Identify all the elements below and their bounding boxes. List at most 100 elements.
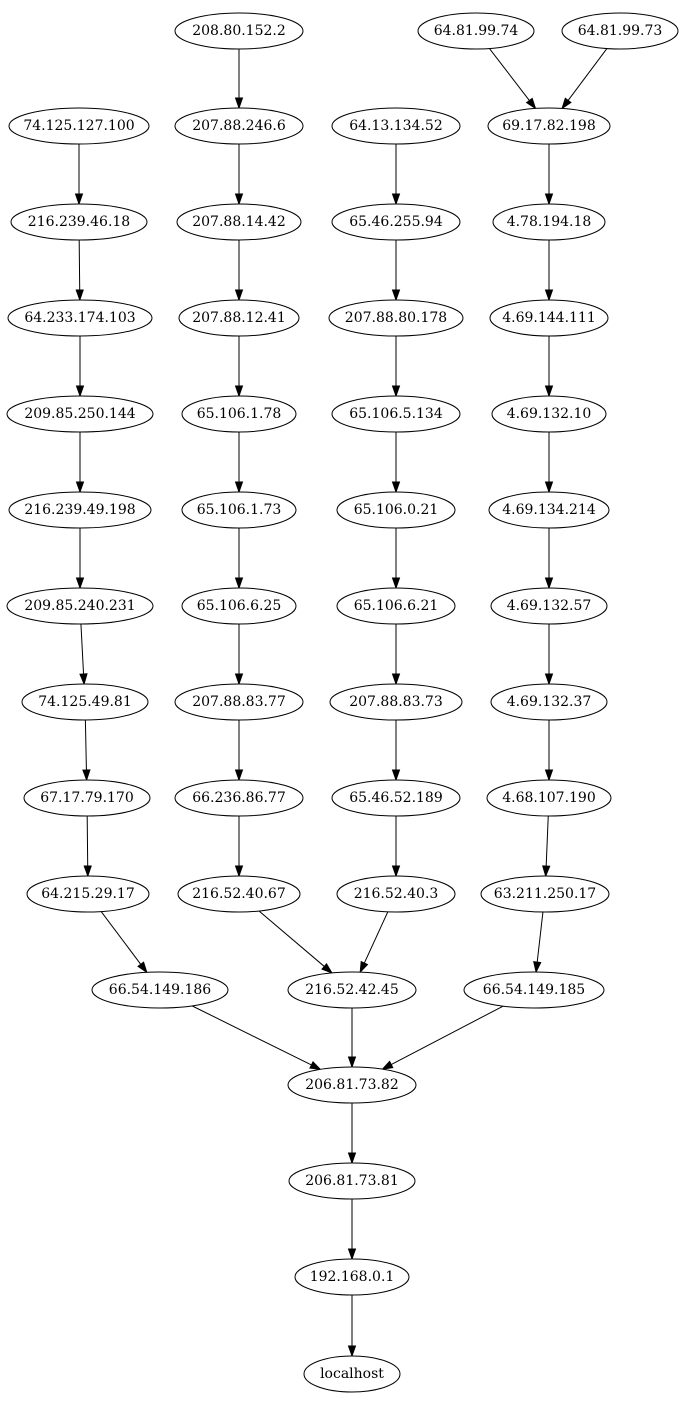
edge-line [100, 911, 142, 965]
arrowhead-icon [391, 193, 401, 206]
node-64-13-134-52: 64.13.134.52 [331, 107, 461, 145]
edge-67-17-79-170-to-64-215-29-17 [83, 815, 92, 878]
arrowhead-icon [544, 385, 554, 398]
node-label: 64.81.99.73 [578, 23, 663, 39]
edge-layer [74, 48, 608, 1358]
edge-74-125-49-81-to-67-17-79-170 [82, 719, 91, 782]
node-label: 65.106.0.21 [354, 502, 439, 518]
node-ellipse [490, 587, 608, 625]
edge-209-85-240-231-to-74-125-49-81 [79, 623, 88, 686]
edge-74-125-127-100-to-216-239-46-18 [74, 144, 84, 206]
node-label: 4.69.132.10 [507, 406, 592, 422]
node-ellipse [7, 299, 153, 337]
arrowhead-icon [74, 193, 84, 206]
node-216-239-49-198: 216.239.49.198 [8, 491, 152, 529]
edge-65-46-255-94-to-207-88-80-178 [391, 240, 401, 302]
node-ellipse [174, 12, 304, 50]
node-label: 206.81.73.81 [305, 1173, 399, 1189]
node-ellipse [177, 875, 301, 913]
node-label: 65.106.5.134 [349, 406, 443, 422]
node-ellipse [287, 971, 417, 1009]
arrowhead-icon [75, 385, 85, 398]
node-label: localhost [320, 1366, 384, 1382]
arrowhead-icon [391, 289, 401, 302]
edge-65-106-1-73-to-65-106-6-25 [234, 528, 244, 590]
node-label: 4.68.107.190 [502, 790, 596, 806]
node-65-106-5-134: 65.106.5.134 [331, 395, 461, 433]
node-4-69-132-57: 4.69.132.57 [490, 587, 608, 625]
edge-216-52-40-3-to-216-52-42-45 [359, 911, 389, 974]
arrowhead-icon [561, 97, 572, 110]
edge-4-68-107-190-to-63-211-250-17 [542, 815, 551, 878]
node-65-106-0-21: 65.106.0.21 [336, 491, 456, 529]
node-label: 64.215.29.17 [41, 886, 135, 902]
node-ellipse [328, 299, 464, 337]
node-ellipse [336, 875, 456, 913]
arrowhead-icon [533, 961, 542, 974]
node-label: 209.85.250.144 [24, 406, 135, 422]
edge-line [545, 815, 549, 867]
node-label: 67.17.79.170 [40, 790, 134, 806]
edge-65-106-6-25-to-207-88-83-77 [234, 624, 244, 686]
node-layer: 208.80.152.2 64.81.99.74 64.81.99.73 74.125… [6, 12, 679, 1393]
edge-207-88-83-77-to-66-236-86-77 [234, 720, 244, 782]
arrowhead-icon [391, 385, 401, 398]
node-ellipse [178, 299, 300, 337]
node-207-88-12-41: 207.88.12.41 [178, 299, 300, 337]
arrowhead-icon [82, 769, 91, 782]
edge-65-106-6-21-to-207-88-83-73 [391, 624, 401, 686]
edge-206-81-73-81-to-192-168-0-1 [347, 1199, 357, 1261]
node-64-233-174-103: 64.233.174.103 [7, 299, 153, 337]
arrowhead-icon [137, 961, 148, 974]
node-label: 207.88.83.77 [192, 694, 286, 710]
arrowhead-icon [544, 769, 554, 782]
node-label: 64.81.99.74 [434, 23, 519, 39]
edge-216-52-42-45-to-206-81-73-82 [347, 1008, 357, 1069]
edge-207-88-14-42-to-207-88-12-41 [234, 240, 244, 302]
node-ellipse [329, 683, 463, 721]
node-207-88-83-77: 207.88.83.77 [174, 683, 304, 721]
node-label: 65.106.6.21 [354, 598, 439, 614]
node-64-81-99-73: 64.81.99.73 [561, 12, 679, 50]
node-label: 4.69.132.37 [507, 694, 592, 710]
node-ellipse [6, 395, 154, 433]
edge-207-88-83-73-to-65-46-52-189 [391, 720, 401, 782]
node-207-88-80-178: 207.88.80.178 [328, 299, 464, 337]
arrowhead-icon [544, 673, 554, 686]
edge-64-81-99-74-to-69-17-82-198 [489, 48, 537, 110]
edge-line [567, 48, 608, 101]
edge-4-69-132-37-to-4-68-107-190 [544, 720, 554, 782]
node-ellipse [181, 491, 297, 529]
arrowhead-icon [347, 1152, 357, 1165]
edge-line [363, 911, 389, 964]
edge-line [86, 815, 89, 867]
node-label: 74.125.127.100 [23, 118, 134, 134]
arrowhead-icon [234, 865, 244, 878]
node-4-69-132-37: 4.69.132.37 [490, 683, 608, 721]
arrowhead-icon [544, 577, 554, 590]
node-66-54-149-185: 66.54.149.185 [463, 971, 605, 1009]
arrowhead-icon [75, 577, 85, 590]
node-ellipse [490, 683, 608, 721]
arrowhead-icon [75, 289, 84, 302]
node-ellipse [417, 12, 535, 50]
arrowhead-icon [381, 1060, 394, 1070]
edge-63-211-250-17-to-66-54-149-185 [533, 911, 544, 974]
arrowhead-icon [234, 577, 244, 590]
arrowhead-icon [234, 97, 244, 110]
node-208-80-152-2: 208.80.152.2 [174, 12, 304, 50]
node-label: 64.13.134.52 [349, 118, 443, 134]
edge-66-54-149-186-to-206-81-73-82 [191, 1005, 322, 1071]
node-207-88-83-73: 207.88.83.73 [329, 683, 463, 721]
node-ellipse [491, 395, 607, 433]
arrowhead-icon [321, 962, 334, 974]
node-label: 4.69.134.214 [502, 502, 596, 518]
node-label: 65.46.52.189 [349, 790, 443, 806]
node-label: 65.46.255.94 [349, 214, 443, 230]
edge-66-54-149-185-to-206-81-73-82 [381, 1005, 504, 1070]
edge-65-106-5-134-to-65-106-0-21 [391, 432, 401, 494]
arrowhead-icon [79, 673, 88, 686]
arrowhead-icon [234, 193, 244, 206]
arrowhead-icon [391, 673, 401, 686]
node-65-106-6-21: 65.106.6.21 [336, 587, 456, 625]
